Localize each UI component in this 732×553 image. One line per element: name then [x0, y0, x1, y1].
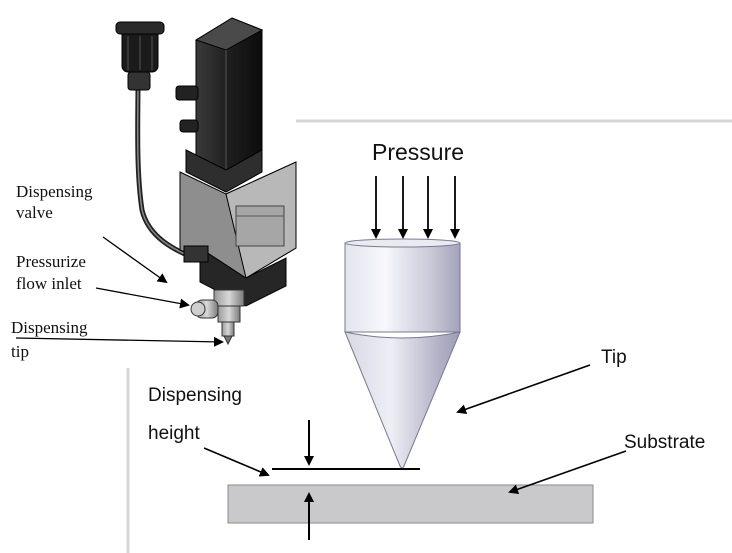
pressurize-flow-inlet-label-line1: Pressurize [16, 252, 86, 271]
pressurize-flow-inlet-label: Pressurize flow inlet [16, 252, 90, 293]
substrate-arrow [508, 450, 627, 495]
pressurize-flow-inlet-label-line2: flow inlet [16, 274, 82, 293]
dispensing-tip-label-line2: tip [11, 342, 29, 361]
dispensing-height-label: Dispensing height [148, 385, 247, 444]
dispensing-height-label-line1: Dispensing [148, 385, 242, 406]
substrate-block [227, 484, 594, 524]
dispensing-tip-label: Dispensing tip [11, 318, 92, 361]
tip-arrow [456, 364, 591, 415]
dispensing-height-indicator [203, 420, 420, 540]
substrate-label: Substrate [624, 432, 705, 453]
dispensing-valve-illustration [115, 17, 297, 346]
pressure-arrows [371, 176, 460, 239]
pressure-label: Pressure [372, 139, 464, 165]
tip-label: Tip [601, 347, 627, 368]
valve-leader-lines [15, 236, 224, 347]
syringe-tip-shape [344, 238, 461, 469]
schematic-frame [126, 119, 732, 553]
dispensing-height-label-line2: height [148, 423, 200, 444]
dispensing-valve-label-line2: valve [16, 203, 53, 222]
dispensing-tip-label-line1: Dispensing [11, 318, 88, 337]
dispensing-valve-label-line1: Dispensing [16, 182, 93, 201]
dispensing-valve-label: Dispensing valve [16, 182, 97, 222]
